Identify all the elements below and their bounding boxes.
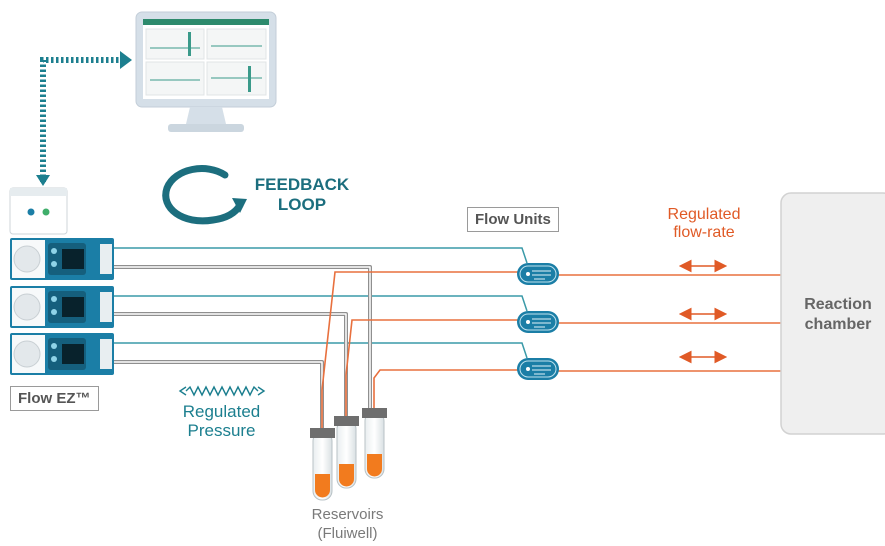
computer-monitor-icon [135, 11, 277, 132]
pressure-controller-module-2 [10, 286, 114, 328]
regulated-rate-line1: Regulated [667, 206, 741, 223]
feedback-line2: LOOP [277, 195, 327, 214]
flow-ez-controller-icon [9, 187, 68, 235]
flow-sensor-icon [517, 263, 559, 380]
pressure-controller-module-3 [10, 333, 114, 375]
zigzag-double-arrow-icon [178, 385, 266, 397]
reaction-chamber-label: Reaction chamber [788, 295, 885, 335]
flow-units-label: Flow Units [467, 207, 559, 232]
data-link-dotted-arrow [36, 51, 132, 186]
circular-arrow-icon [162, 165, 247, 225]
test-tube-icon [310, 408, 387, 501]
chamber-line1: Reaction [804, 296, 872, 313]
reservoirs-line1: Reservoirs [311, 506, 384, 523]
regulated-pressure-line2: Pressure [187, 421, 256, 440]
chamber-line2: chamber [804, 316, 872, 333]
regulated-pressure-line1: Regulated [182, 402, 261, 421]
flow-unit-2 [517, 311, 559, 333]
reservoirs-line2: (Fluiwell) [317, 525, 378, 542]
regulated-flow-rate-label: Regulated flow-rate [645, 206, 763, 242]
flow-unit-1 [517, 263, 559, 285]
flow-unit-3 [517, 358, 559, 380]
reaction-chamber-box [780, 192, 885, 435]
regulated-rate-line2: flow-rate [673, 224, 735, 241]
sensor-signal-lines [114, 247, 528, 359]
double-arrow-icon [678, 259, 728, 364]
flow-ez-label: Flow EZ™ [10, 386, 99, 411]
regulated-pressure-label: Regulated Pressure [164, 402, 279, 440]
feedback-loop-label: FEEDBACK LOOP [247, 175, 357, 215]
feedback-line1: FEEDBACK [254, 175, 350, 194]
pressure-controller-module-1 [10, 238, 114, 280]
reservoirs-label: Reservoirs (Fluiwell) [280, 505, 415, 543]
